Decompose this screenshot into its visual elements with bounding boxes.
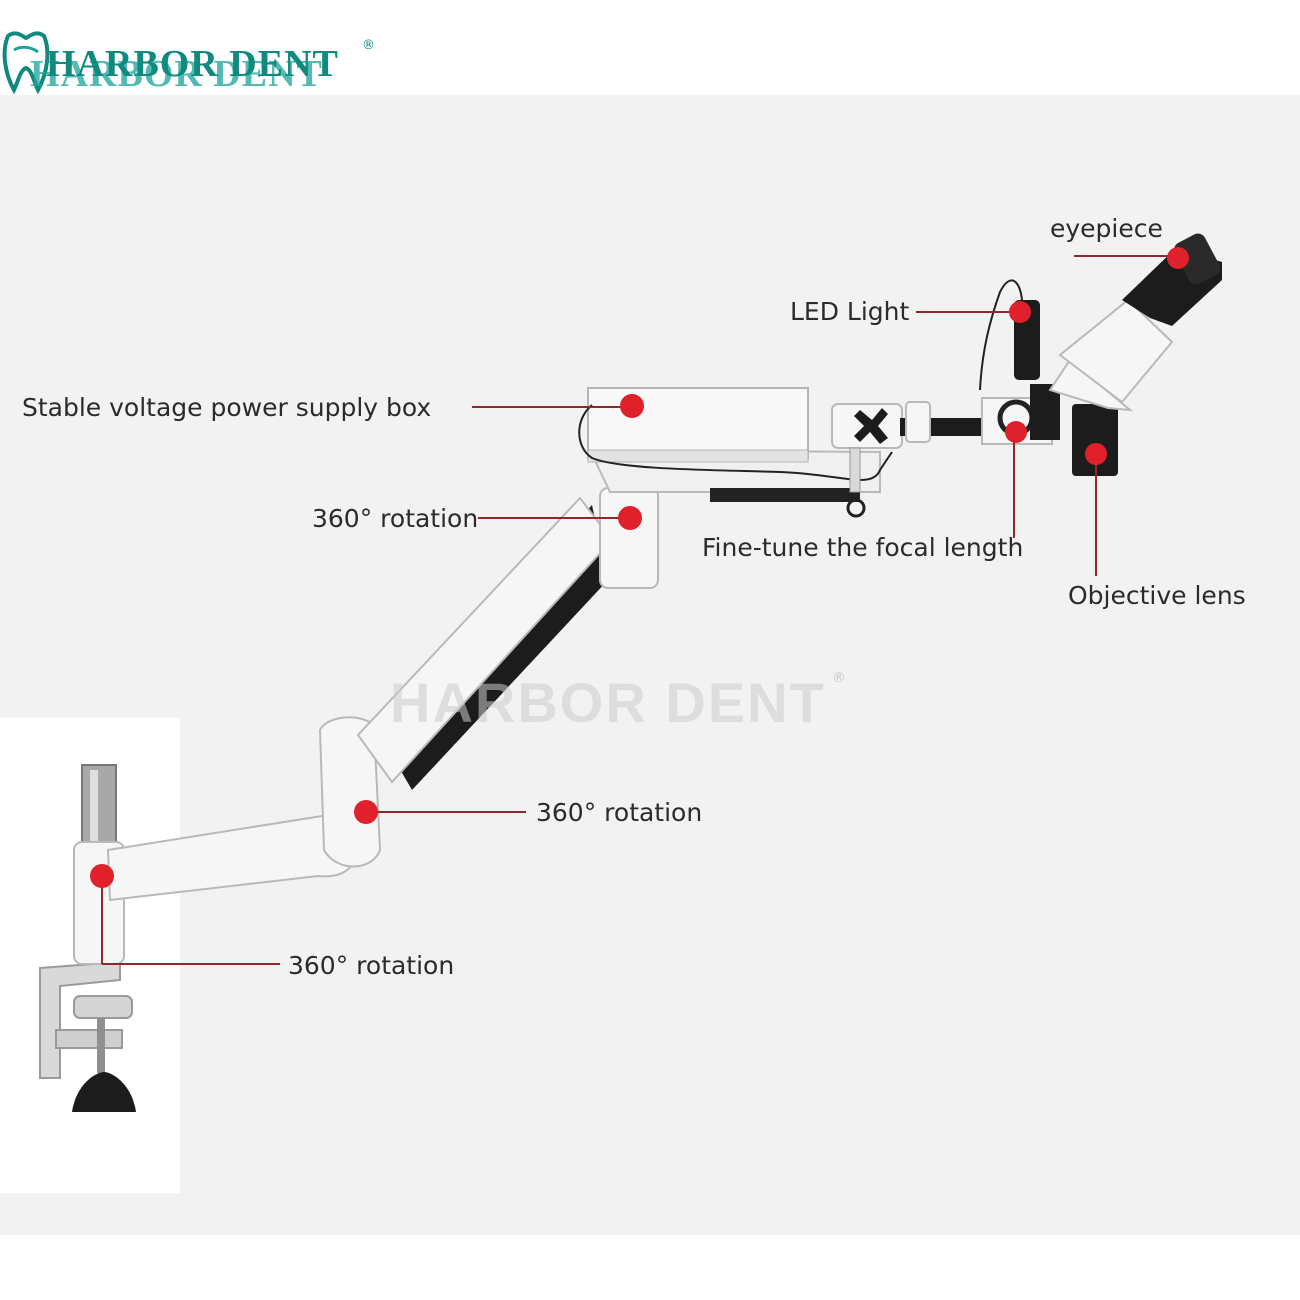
- brand-logo: HARBOR DENT HARBOR DENT ®: [0, 10, 380, 96]
- brand-logo-text: HARBOR DENT: [46, 43, 339, 85]
- image-panel: [0, 95, 1300, 1235]
- watermark-text: HARBOR DENT: [390, 671, 826, 734]
- elbow-joint: [318, 716, 382, 868]
- tooth-logo-icon: [2, 31, 50, 95]
- label-focal-length: Fine-tune the focal length: [702, 533, 1024, 562]
- power-supply-box-shape: [587, 387, 809, 463]
- label-rotation-bottom: 360° rotation: [288, 951, 455, 980]
- gas-spring-arm: [356, 496, 614, 790]
- marker-objective: [1085, 443, 1107, 465]
- label-objective-lens: Objective lens: [1068, 581, 1246, 610]
- leader-lines: [101, 255, 1178, 965]
- label-rotation-middle: 360° rotation: [536, 798, 703, 827]
- lower-arm: [106, 814, 360, 902]
- label-eyepiece: eyepiece: [1050, 214, 1163, 243]
- label-led-light: LED Light: [790, 297, 910, 326]
- watermark-registered-mark: ®: [832, 670, 846, 686]
- marker-led: [1009, 301, 1031, 323]
- brand-logo-shadow-text: HARBOR DENT: [30, 53, 323, 95]
- marker-focal: [1005, 421, 1027, 443]
- markers: [90, 247, 1189, 888]
- registered-mark: ®: [362, 38, 375, 53]
- label-rotation-top: 360° rotation: [312, 504, 479, 533]
- marker-power-box: [620, 394, 644, 418]
- adjustment-knob: [831, 403, 903, 518]
- marker-rotation-top: [618, 506, 642, 530]
- upper-rotation-joint: [599, 487, 659, 589]
- marker-rotation-bottom: [90, 864, 114, 888]
- marker-rotation-middle: [354, 800, 378, 824]
- label-power-supply-box: Stable voltage power supply box: [22, 393, 432, 422]
- table-clamp: [39, 960, 136, 1112]
- marker-eyepiece: [1167, 247, 1189, 269]
- arm-underside: [710, 488, 860, 502]
